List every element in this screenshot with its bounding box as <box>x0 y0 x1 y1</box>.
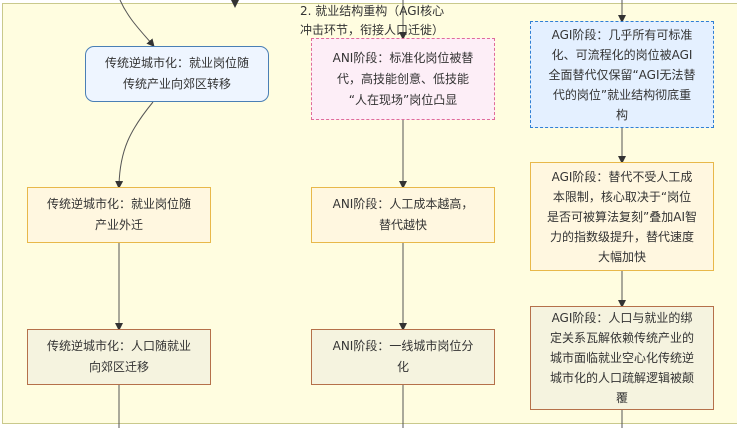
node-text-line: 力的指数级提升，替代速度 <box>549 229 694 244</box>
node-text-line: 传统逆城市化：就业岗位随 <box>104 56 249 70</box>
node-text-line: 向郊区迁移 <box>88 360 149 374</box>
node-text-line: AGI阶段：替代不受人工成 <box>551 169 693 184</box>
edge-into-traditional-1 <box>119 0 155 48</box>
node-text-line: 化、可流程化的岗位被AGI <box>551 47 693 62</box>
node-text-line: ANI阶段：一线城市岗位分 <box>332 339 474 353</box>
node-text-line: 大幅加快 <box>597 249 646 264</box>
subgraph-title-line-1: 2. 就业结构重构（AGI核心 <box>300 4 445 18</box>
node-text-line: AGI阶段：人口与就业的绑 <box>551 311 693 325</box>
node-traditional-jobs-move-with-industry[interactable]: 传统逆城市化：就业岗位随 传统产业向郊区转移 <box>85 46 269 102</box>
node-text-line: ANI阶段：标准化岗位被替 <box>332 50 474 65</box>
node-text-line: “人在现场”岗位凸显 <box>348 92 458 107</box>
node-text-line: 化 <box>396 360 409 374</box>
node-text-line: 构 <box>615 107 628 122</box>
node-text-line: AGI阶段：几乎所有可标准 <box>551 27 693 42</box>
node-ani-standard-jobs-replaced[interactable]: ANI阶段：标准化岗位被替 代，高技能创意、低技能 “人在现场”岗位凸显 <box>311 38 495 120</box>
edge-traditional-1-to-2 <box>115 101 154 189</box>
node-text-line: ANI阶段：人工成本越高， <box>332 197 474 211</box>
node-text-line: 传统逆城市化：就业岗位随 <box>46 197 191 211</box>
node-text-line: 覆 <box>615 391 628 405</box>
node-text-line: 替代越快 <box>378 218 427 232</box>
node-text-line: 代的岗位”就业结构彻底重 <box>552 87 692 102</box>
node-text-line: 城市面临就业空心化传统逆 <box>549 351 694 365</box>
node-text-line: 是否可被算法复刻”叠加AI智 <box>547 209 697 224</box>
node-text-line: 传统产业向郊区转移 <box>122 77 231 91</box>
node-traditional-jobs-relocate[interactable]: 传统逆城市化：就业岗位随 产业外迁 <box>27 187 211 243</box>
node-text-line: 代，高技能创意、低技能 <box>336 71 469 86</box>
node-agi-population-employment-decoupling[interactable]: AGI阶段：人口与就业的绑 定关系瓦解依赖传统产业的 城市面临就业空心化传统逆 … <box>530 306 714 410</box>
node-text-line: 本限制，核心取决于“岗位 <box>552 189 692 204</box>
node-ani-labor-cost[interactable]: ANI阶段：人工成本越高， 替代越快 <box>311 187 495 243</box>
node-text-line: 产业外迁 <box>94 218 143 232</box>
node-agi-replacement-speed[interactable]: AGI阶段：替代不受人工成 本限制，核心取决于“岗位 是否可被算法复刻”叠加AI… <box>530 162 714 271</box>
node-text-line: 城市化的人口疏解逻辑被颠 <box>549 371 694 385</box>
node-text-line: 全面替代仅保留“AGI无法替 <box>548 67 696 82</box>
subgraph-title: 2. 就业结构重构（AGI核心 冲击环节，衔接人口迁徙） <box>300 2 450 40</box>
node-text-line: 定关系瓦解依赖传统产业的 <box>549 331 694 345</box>
node-text-line: 传统逆城市化：人口随就业 <box>46 339 191 353</box>
subgraph-title-line-2: 冲击环节，衔接人口迁徙） <box>300 23 445 37</box>
node-ani-tier1-job-divergence[interactable]: ANI阶段：一线城市岗位分 化 <box>311 329 495 385</box>
node-traditional-population-follows-jobs[interactable]: 传统逆城市化：人口随就业 向郊区迁移 <box>27 329 211 385</box>
node-agi-full-replacement[interactable]: AGI阶段：几乎所有可标准 化、可流程化的岗位被AGI 全面替代仅保留“AGI无… <box>530 21 714 128</box>
